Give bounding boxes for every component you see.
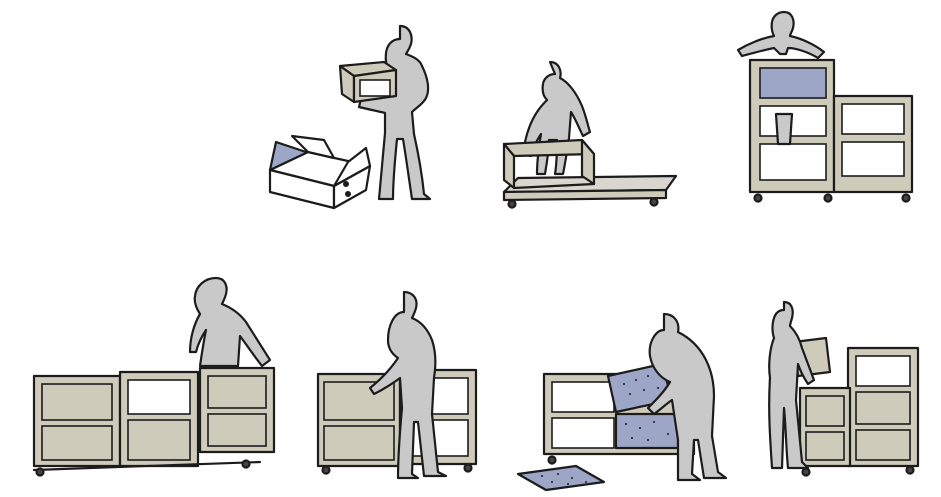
step-1-unpack <box>262 18 442 213</box>
step-4-drawer-modules <box>28 272 283 482</box>
drawer-unit-icon <box>34 368 274 476</box>
box-icon <box>270 136 370 208</box>
step-3-stack-modules <box>736 6 921 208</box>
step-5-attach-drawers <box>312 288 484 480</box>
step-6-insert-panels <box>512 310 744 496</box>
shelf-icon <box>750 60 912 202</box>
step-2-frame-on-base <box>498 58 683 208</box>
step-7-connect-units <box>764 298 924 482</box>
drawer-unit-icon <box>318 370 476 474</box>
module-icon <box>340 62 396 102</box>
drawer-unit-icon <box>794 338 918 476</box>
person-icon <box>523 62 590 174</box>
person-icon <box>190 278 270 366</box>
